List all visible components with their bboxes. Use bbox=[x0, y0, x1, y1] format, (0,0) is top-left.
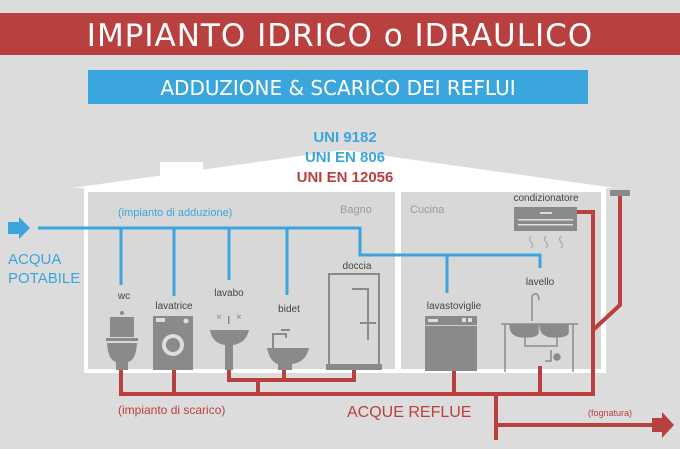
svg-text:×: × bbox=[216, 312, 222, 323]
fixture-label-washbasin: lavabo bbox=[214, 288, 244, 299]
inlet-label-line2: POTABILE bbox=[8, 270, 80, 287]
sewer-arrow-icon bbox=[652, 412, 674, 438]
shower-icon bbox=[326, 273, 382, 370]
drain-line-label: (impianto di scarico) bbox=[118, 403, 225, 417]
bidet-icon bbox=[267, 329, 309, 370]
supply-line-label: (impianto di adduzione) bbox=[118, 207, 232, 219]
inlet-label-line1: ACQUA bbox=[8, 251, 61, 268]
supply-pipes bbox=[38, 226, 542, 296]
standard-uni-en-806: UNI EN 806 bbox=[305, 149, 385, 166]
standard-uni-9182: UNI 9182 bbox=[313, 129, 376, 146]
dishwasher-icon bbox=[425, 316, 477, 371]
fixture-label-air-conditioner: condizionatore bbox=[513, 193, 578, 204]
sewer-label: (fognatura) bbox=[588, 408, 632, 418]
downspout-icon bbox=[610, 190, 630, 196]
fixture-label-shower: doccia bbox=[343, 261, 372, 272]
subtitle: ADDUZIONE & SCARICO DEI REFLUI bbox=[160, 76, 515, 100]
washbasin-icon: ×× bbox=[210, 312, 249, 370]
sink-icon bbox=[501, 293, 578, 372]
wc-icon bbox=[106, 311, 138, 370]
fixture-label-sink: lavello bbox=[526, 277, 555, 288]
air-conditioner-icon bbox=[514, 207, 577, 249]
title: IMPIANTO IDRICO o IDRAULICO bbox=[87, 18, 593, 54]
fixture-label-bidet: bidet bbox=[278, 304, 300, 315]
subtitle-banner bbox=[88, 70, 588, 104]
room-label-kitchen: Cucina bbox=[410, 204, 445, 216]
waste-label: ACQUE REFLUE bbox=[347, 404, 471, 421]
fixture-label-washing-machine: lavatrice bbox=[155, 301, 193, 312]
inlet-arrow-icon bbox=[8, 217, 30, 239]
washing-machine-icon bbox=[153, 316, 193, 370]
drain-pipes bbox=[119, 195, 652, 440]
svg-text:×: × bbox=[236, 312, 242, 323]
room-label-bathroom: Bagno bbox=[340, 204, 372, 216]
title-banner bbox=[0, 13, 680, 55]
fixture-label-wc: wc bbox=[117, 291, 130, 302]
standard-uni-en-12056: UNI EN 12056 bbox=[297, 169, 394, 186]
fixture-label-dishwasher: lavastoviglie bbox=[427, 301, 482, 312]
